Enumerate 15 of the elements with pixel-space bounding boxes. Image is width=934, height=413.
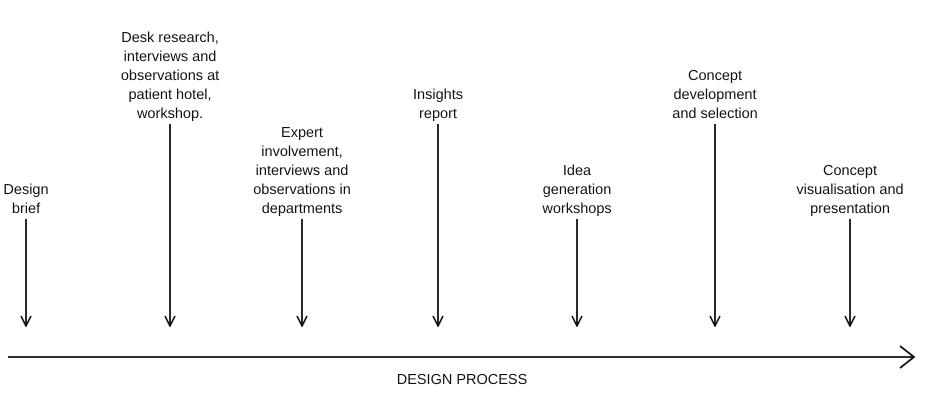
step-label: Idea generation workshops [532, 162, 622, 219]
step-label: Expert involvement, interviews and observations in departments [241, 124, 363, 219]
arrow [164, 124, 176, 327]
step-label: Design brief [0, 181, 56, 219]
arrow [844, 219, 856, 327]
arrow [20, 219, 32, 327]
step-label: Concept development and selection [662, 67, 768, 124]
arrow [296, 219, 308, 327]
arrow [432, 124, 444, 327]
arrow [571, 219, 583, 327]
arrow [709, 124, 721, 327]
step-label: Concept visualisation and presentation [785, 162, 915, 219]
step-label: Desk research, interviews and observations at patient hotel, workshop. [105, 29, 235, 124]
axis-title: DESIGN PROCESS [396, 372, 528, 388]
step-label: Insights report [403, 86, 473, 124]
